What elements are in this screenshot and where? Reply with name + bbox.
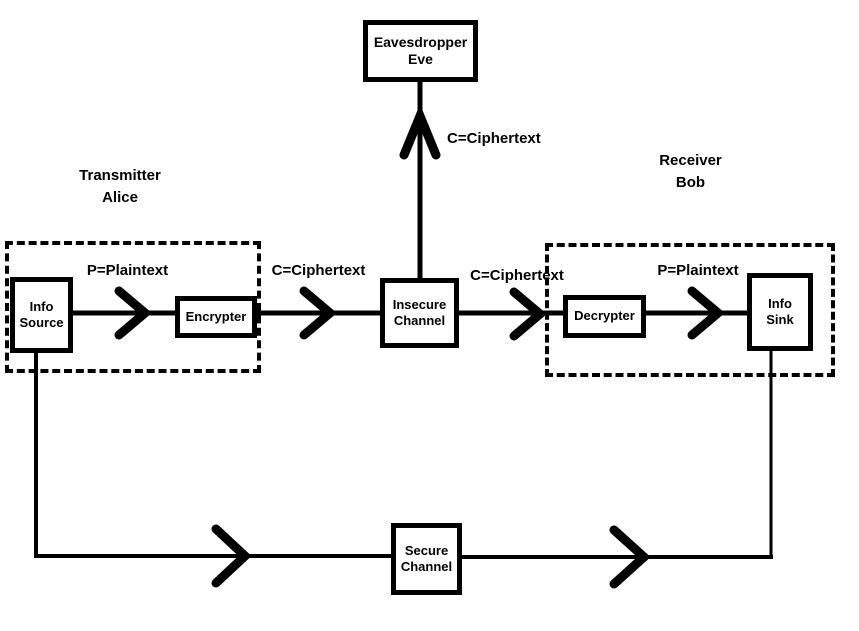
arrow-secure-right: [609, 525, 651, 589]
arrow-ciphertext-left: [299, 286, 337, 340]
arrow-secure-left: [211, 524, 252, 588]
ciphertext-left-label: C=Ciphertext: [271, 262, 366, 279]
arrow-ciphertext-right: [509, 287, 547, 341]
info-sink-box: Info Sink: [747, 273, 813, 351]
secure-channel-box: Secure Channel: [391, 523, 462, 595]
secure-channel-box-line2: Channel: [400, 559, 453, 574]
info-sink-box-line2: Sink: [766, 312, 794, 327]
receiver-bob-label: Receiver Bob: [628, 150, 753, 194]
receiver-label-line2: Bob: [675, 174, 706, 191]
ciphertext-to-eve-label: C=Ciphertext: [447, 130, 541, 147]
receiver-label-line1: Receiver: [659, 152, 722, 169]
info-source-box-line1: Info: [29, 298, 54, 314]
insecure-channel-box: Insecure Channel: [380, 278, 459, 348]
eavesdropper-box-line2: Eve: [408, 51, 433, 67]
info-source-box: Info Source: [10, 277, 73, 353]
info-source-box-line2: Source: [19, 315, 64, 330]
ciphertext-right-label: C=Ciphertext: [470, 267, 564, 284]
secure-channel-box-line1: Secure: [404, 542, 449, 558]
receiver-bob-boundary: [545, 243, 835, 377]
decrypter-box: Decrypter: [563, 295, 646, 338]
insecure-channel-box-line2: Channel: [393, 313, 446, 328]
encrypter-box: Encrypter: [175, 296, 257, 338]
transmitter-alice-boundary: [5, 241, 261, 373]
plaintext-left-label: P=Plaintext: [86, 262, 169, 279]
arrow-plaintext-left: [114, 286, 152, 340]
decrypter-box-label: Decrypter: [574, 308, 635, 324]
arrow-plaintext-right: [687, 286, 725, 340]
insecure-channel-box-line1: Insecure: [392, 296, 447, 312]
transmitter-alice-label: Transmitter Alice: [55, 165, 185, 209]
plaintext-right-label: P=Plaintext: [657, 262, 739, 279]
transmitter-label-line1: Transmitter: [79, 167, 161, 184]
arrow-up-to-eve: [399, 104, 441, 160]
info-sink-box-line1: Info: [768, 295, 792, 311]
eavesdropper-eve-box: Eavesdropper Eve: [363, 20, 478, 82]
eavesdropper-box-line1: Eavesdropper: [373, 33, 468, 50]
transmitter-label-line2: Alice: [102, 189, 138, 206]
encrypter-box-label: Encrypter: [185, 308, 247, 324]
